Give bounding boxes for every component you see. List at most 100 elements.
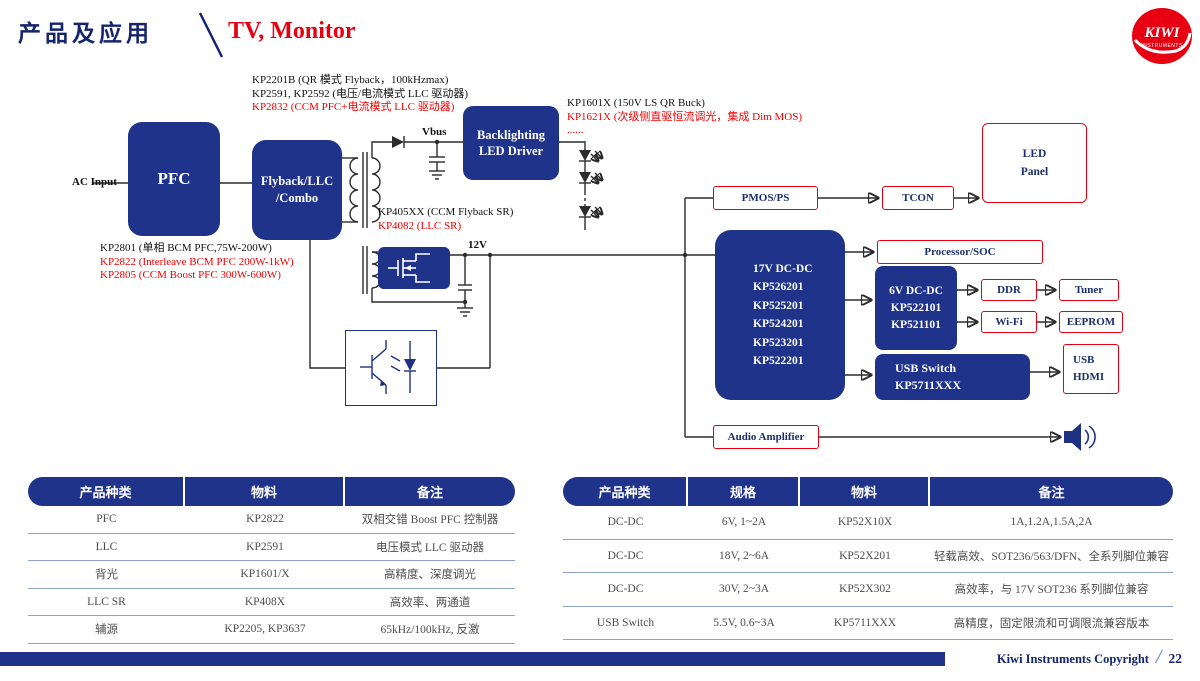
block-label: KP5711XXX xyxy=(895,378,961,392)
diode-icon xyxy=(392,136,405,148)
table-cell: 高效率，与 17V SOT236 系列脚位兼容 xyxy=(954,584,1149,597)
table-cell: 高精度、深度调光 xyxy=(384,569,476,582)
svg-text:INSTRUMENTS: INSTRUMENTS xyxy=(1141,43,1183,49)
box-label: Audio Amplifier xyxy=(727,431,805,443)
table-cell: DC-DC xyxy=(607,549,644,562)
table-header-cell: 备注 xyxy=(416,485,443,500)
footer-bar xyxy=(0,652,945,666)
eeprom-box: EEPROM xyxy=(1059,311,1123,333)
table-row: USB Switch 5.5V, 0.6~3A KP5711XXX 高精度，固定… xyxy=(563,607,1173,640)
capacitor-icon xyxy=(429,156,445,163)
buck-annotations: KP1601X (150V LS QR Buck) KP1621X (次级侧直驱… xyxy=(567,97,802,138)
annotation-line: KP2591, KP2592 (电压/电流模式 LLC 驱动器) xyxy=(252,87,469,100)
table-cell: 辅源 xyxy=(95,624,118,637)
table-cell: LLC SR xyxy=(87,595,126,608)
table-row: DC-DC 30V, 2~3A KP52X302 高效率，与 17V SOT23… xyxy=(563,573,1173,607)
box-label: HDMI xyxy=(1073,371,1105,383)
box-label: Processor/SOC xyxy=(924,246,996,258)
ddr-box: DDR xyxy=(981,279,1037,301)
annotation-line: KP1621X (次级侧直驱恒流调光，集成 Dim MOS) xyxy=(567,110,802,123)
usb-hdmi-box: USB HDMI xyxy=(1063,344,1119,394)
table-cell: 6V, 1~2A xyxy=(721,516,767,529)
junction-dots xyxy=(434,139,688,305)
dcdc-6v-block: 6V DC-DC KP522101 KP521101 xyxy=(875,266,957,350)
table-cell: KP52X10X xyxy=(837,516,893,529)
annotation-line: KP2822 (Interleave BCM PFC 200W-1kW) xyxy=(100,255,294,268)
table-cell: 65kHz/100kHz, 反激 xyxy=(380,624,480,637)
mosfet-icon xyxy=(388,253,430,283)
table-cell: KP2205, KP3637 xyxy=(224,623,306,636)
table-row: DC-DC 6V, 1~2A KP52X10X 1A,1.2A,1.5A,2A xyxy=(563,506,1173,540)
led-panel-box: LED Panel xyxy=(982,123,1087,203)
capacitor-icon xyxy=(458,284,472,291)
table-cell: 5.5V, 0.6~3A xyxy=(713,616,775,629)
block-label: 6V DC-DC xyxy=(889,284,943,297)
table-row: LLC KP2591 电压模式 LLC 驱动器 xyxy=(28,534,515,561)
box-label: LED xyxy=(1022,148,1047,160)
flyback-llc-block: Flyback/LLC /Combo xyxy=(252,140,342,240)
table-cell: DC-DC xyxy=(607,516,644,529)
pfc-block-label: PFC xyxy=(157,169,191,188)
tcon-box: TCON xyxy=(882,186,954,210)
box-label: Tuner xyxy=(1074,284,1104,296)
page-number: 22 xyxy=(1168,651,1183,666)
box-label: PMOS/PS xyxy=(741,192,790,204)
block-label: Backlighting xyxy=(476,128,546,142)
table-header-cell: 备注 xyxy=(1038,485,1065,500)
dcdc-17v-block: 17V DC-DC KP526201 KP525201 KP524201 KP5… xyxy=(715,230,845,400)
box-label: USB xyxy=(1073,354,1095,366)
table-row: 背光 KP1601/X 高精度、深度调光 xyxy=(28,561,515,589)
block-label: /Combo xyxy=(275,191,319,205)
page-title: 产品及应用 xyxy=(18,21,153,47)
block-label: KP525201 xyxy=(753,299,804,312)
block-label: Flyback/LLC xyxy=(260,174,334,188)
pfc-block: PFC xyxy=(128,122,220,236)
table-header-cell: 规格 xyxy=(688,477,800,506)
annotation-line: KP2832 (CCM PFC+电流模式 LLC 驱动器) xyxy=(252,101,455,113)
speaker-icon xyxy=(1064,423,1096,451)
box-label: DDR xyxy=(997,284,1021,296)
annotation-line: KP2201B (QR 模式 Flyback，100kHzmax) xyxy=(252,74,449,86)
tuner-box: Tuner xyxy=(1059,279,1119,301)
annotation-line: ...... xyxy=(567,124,584,136)
ground-icon xyxy=(429,170,445,180)
table-cell: 电压模式 LLC 驱动器 xyxy=(376,541,484,554)
page-subtitle: TV, Monitor xyxy=(228,18,356,44)
table-cell: 背光 xyxy=(95,569,118,582)
footer-slash: / xyxy=(1155,646,1162,668)
annotation-line: KP405XX (CCM Flyback SR) xyxy=(378,206,514,218)
box-label: EEPROM xyxy=(1066,316,1116,328)
box-label: Panel xyxy=(1020,166,1049,178)
table-cell: KP52X302 xyxy=(839,583,891,596)
right-product-table: 产品种类 规格 物料 备注 DC-DC 6V, 1~2A KP52X10X 1A… xyxy=(563,477,1173,640)
flyback-annotations: KP2201B (QR 模式 Flyback，100kHzmax) KP2591… xyxy=(252,74,468,115)
sr-annotations: KP405XX (CCM Flyback SR) KP4082 (LLC SR) xyxy=(378,206,513,233)
block-label: KP522101 xyxy=(890,301,942,314)
block-label: KP524201 xyxy=(753,318,804,330)
block-label: KP522201 xyxy=(753,355,804,367)
processor-soc-box: Processor/SOC xyxy=(877,240,1043,264)
ac-input-label: AC Input xyxy=(72,176,117,188)
left-product-table: 产品种类 物料 备注 PFC KP2822 双相交错 Boost PFC 控制器… xyxy=(28,477,515,644)
table-cell: 18V, 2~6A xyxy=(718,549,770,562)
header-divider xyxy=(198,12,224,58)
table-header-cell: 产品种类 xyxy=(563,477,688,506)
table-cell: 1A,1.2A,1.5A,2A xyxy=(1010,516,1093,529)
table-cell: KP52X201 xyxy=(839,549,891,562)
block-label: KP521101 xyxy=(891,318,941,331)
table-header-cell: 物料 xyxy=(800,477,930,506)
block-label: 17V DC-DC xyxy=(753,262,813,275)
signal-arrows xyxy=(818,198,1060,437)
table-header: 产品种类 规格 物料 备注 xyxy=(563,477,1173,506)
table-cell: DC-DC xyxy=(607,583,644,596)
svg-text:KIWI: KIWI xyxy=(1143,25,1180,41)
sr-mosfet-block xyxy=(378,247,450,289)
transformer-icon xyxy=(349,152,381,228)
box-label: TCON xyxy=(902,192,934,204)
table-cell: 双相交错 Boost PFC 控制器 xyxy=(361,514,499,527)
table-cell: KP5711XXX xyxy=(833,616,897,629)
table-row: DC-DC 18V, 2~6A KP52X201 轻载高效、SOT236/563… xyxy=(563,540,1173,573)
table-header-cell: 产品种类 xyxy=(28,477,185,506)
block-label: USB Switch xyxy=(895,361,957,375)
table-cell: LLC xyxy=(95,540,118,553)
